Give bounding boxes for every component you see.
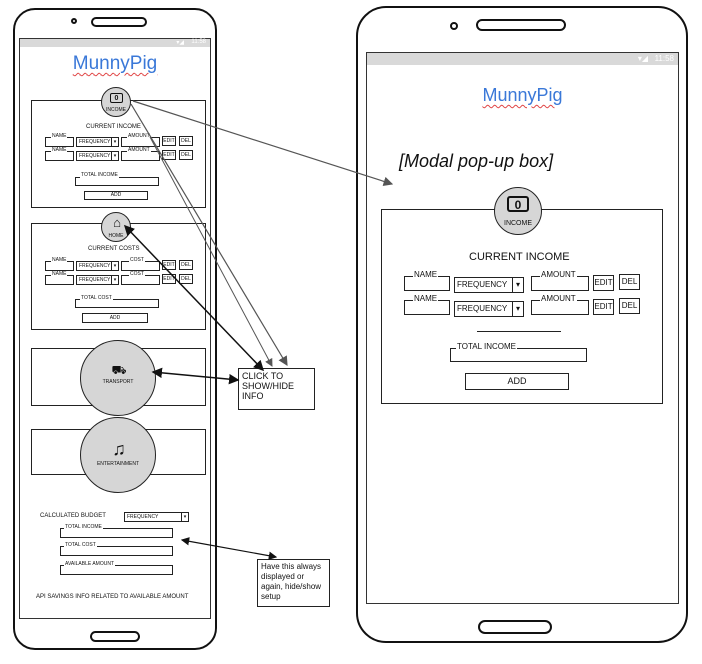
chevron-down-icon: ▾ (111, 276, 118, 284)
left-budget-total-income-field[interactable] (60, 528, 173, 538)
money-icon: 0 (507, 196, 529, 212)
left-income-frequency-select-2[interactable]: FREQUENCY▾ (76, 151, 119, 161)
right-total-income-field[interactable] (450, 348, 587, 362)
right-income-amount-label-1: AMOUNT (540, 270, 577, 279)
left-income-add-button[interactable]: ADD (84, 191, 148, 200)
left-income-amount-label-2: AMOUNT (127, 147, 151, 153)
chevron-down-icon: ▾ (512, 302, 523, 316)
right-app-title: MunnyPig (482, 85, 563, 105)
left-cost-frequency-select-1[interactable]: FREQUENCY▾ (76, 261, 119, 271)
left-camera (71, 18, 77, 24)
chevron-down-icon: ▾ (111, 262, 118, 270)
budget-to-note-arrow (180, 537, 278, 560)
right-income-heading: CURRENT INCOME (469, 251, 570, 263)
left-budget-heading: CALCULATED BUDGET (40, 513, 106, 519)
chevron-down-icon: ▾ (512, 278, 523, 292)
left-entertainment-icon-circle[interactable]: ♫ ENTERTAINMENT (80, 417, 156, 493)
right-income-del-button-1[interactable]: DEL (619, 274, 640, 290)
left-income-edit-button-1[interactable]: EDIT (162, 136, 176, 146)
right-home-button[interactable] (478, 620, 552, 634)
left-api-savings-text: API SAVINGS INFO RELATED TO AVAILABLE AM… (36, 594, 189, 600)
right-camera (450, 22, 458, 30)
click-to-show-hide-note: CLICK TO SHOW/HIDE INFO (238, 368, 315, 410)
right-modal-caption: [Modal pop-up box] (399, 151, 554, 171)
car-icon: ⛟ (111, 363, 127, 377)
left-cost-frequency-select-2[interactable]: FREQUENCY▾ (76, 275, 119, 285)
left-home-button[interactable] (90, 631, 140, 642)
right-income-edit-button-2[interactable]: EDIT (593, 299, 614, 315)
left-total-cost-label: TOTAL COST (80, 295, 113, 301)
right-divider (477, 331, 561, 332)
left-income-del-button-2[interactable]: DEL (179, 150, 193, 160)
right-income-icon-circle[interactable]: 0 INCOME (494, 187, 542, 235)
left-budget-total-cost-label: TOTAL COST (64, 542, 97, 548)
money-icon: 0 (110, 93, 123, 103)
left-status-time: 11:58 (191, 39, 206, 45)
left-income-edit-button-2[interactable]: EDIT (162, 150, 176, 160)
right-income-icon-label: INCOME (504, 220, 532, 227)
right-income-frequency-select-2[interactable]: FREQUENCY▾ (454, 301, 524, 317)
left-total-income-label: TOTAL INCOME (80, 172, 119, 178)
left-signal-icon: ▾◢ (176, 40, 184, 46)
left-app-title: MunnyPig (72, 53, 158, 74)
left-income-del-button-1[interactable]: DEL (179, 136, 193, 146)
right-signal-icon: ▾◢ (637, 54, 648, 63)
left-budget-available-field[interactable] (60, 565, 173, 575)
home-icon: ⌂ (113, 215, 121, 230)
music-note-icon: ♫ (112, 439, 126, 459)
right-total-income-label: TOTAL INCOME (456, 342, 517, 351)
right-status-time: 11:58 (654, 54, 674, 63)
transport-to-note-arrow (151, 367, 240, 385)
right-income-frequency-select-1[interactable]: FREQUENCY▾ (454, 277, 524, 293)
modal-link-arrow (132, 100, 394, 187)
left-entertainment-label: ENTERTAINMENT (96, 461, 140, 467)
income-panel-to-note-arrow (149, 136, 273, 367)
right-income-add-button[interactable]: ADD (465, 373, 569, 390)
chevron-down-icon: ▾ (111, 138, 118, 146)
left-income-icon-circle[interactable]: 0 INCOME (101, 87, 131, 117)
left-income-icon-label: INCOME (106, 107, 126, 113)
left-income-name-label-2: NAME (51, 147, 68, 153)
left-cost-name-label-2: NAME (51, 271, 68, 277)
left-income-frequency-select-1[interactable]: FREQUENCY▾ (76, 137, 119, 147)
left-transport-label: TRANSPORT (102, 379, 134, 385)
left-status-bar: ▾◢ 11:58 (20, 39, 210, 47)
right-income-amount-label-2: AMOUNT (540, 294, 577, 303)
left-speaker (91, 17, 147, 27)
home-to-note-arrow (123, 224, 265, 372)
chevron-down-icon: ▾ (181, 513, 188, 521)
left-income-name-label-1: NAME (51, 133, 68, 139)
left-budget-available-label: AVAILABLE AMOUNT (64, 561, 115, 567)
left-income-amount-label-1: AMOUNT (127, 133, 151, 139)
right-income-name-label-1: NAME (413, 270, 439, 279)
always-displayed-note: Have this always displayed or again, hid… (257, 559, 330, 607)
left-costs-heading: CURRENT COSTS (88, 246, 140, 252)
left-budget-frequency-select[interactable]: FREQUENCY▾ (124, 512, 189, 522)
right-income-edit-button-1[interactable]: EDIT (593, 275, 614, 291)
left-budget-total-cost-field[interactable] (60, 546, 173, 556)
left-home-icon-label: HOME (108, 233, 124, 239)
left-cost-name-label-1: NAME (51, 257, 68, 263)
right-status-bar: ▾◢ 11:58 (367, 53, 678, 65)
left-budget-total-income-label: TOTAL INCOME (64, 524, 103, 530)
right-speaker (476, 19, 566, 31)
right-income-del-button-2[interactable]: DEL (619, 298, 640, 314)
right-income-name-label-2: NAME (413, 294, 439, 303)
left-income-heading: CURRENT INCOME (86, 124, 141, 130)
chevron-down-icon: ▾ (111, 152, 118, 160)
